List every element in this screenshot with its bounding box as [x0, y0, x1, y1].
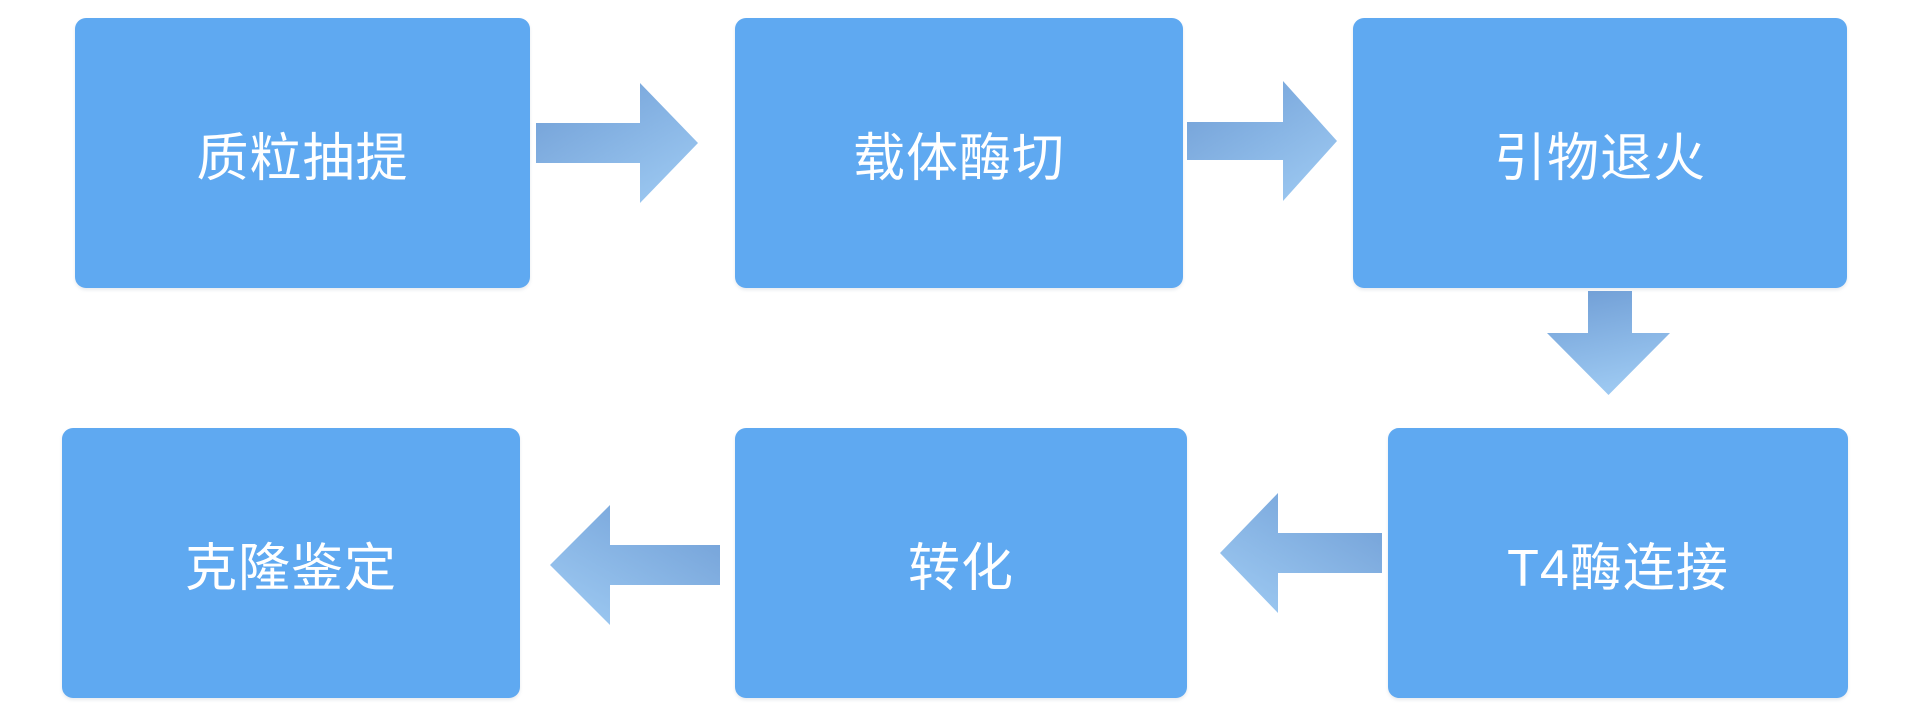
node-label: 质粒抽提 — [196, 129, 409, 188]
node-t4-ligase-ligation: T4酶连接 — [1388, 428, 1848, 698]
node-label: 转化 — [907, 539, 1014, 598]
connector-2-to-3 — [1187, 81, 1337, 201]
connector-1-to-2 — [536, 83, 698, 203]
node-label: T4酶连接 — [1507, 539, 1729, 598]
node-label: 克隆鉴定 — [184, 539, 397, 598]
node-plasmid-extraction: 质粒抽提 — [75, 18, 530, 288]
arrow-right-icon — [1187, 81, 1337, 201]
node-clone-identification: 克隆鉴定 — [62, 428, 520, 698]
node-label: 引物退火 — [1493, 129, 1706, 188]
connector-3-to-4 — [1547, 291, 1670, 395]
connector-5-to-6 — [550, 505, 720, 625]
arrow-right-icon — [536, 83, 698, 203]
arrow-left-icon — [1220, 493, 1382, 613]
node-label: 载体酶切 — [852, 129, 1065, 188]
arrow-left-icon — [550, 505, 720, 625]
connector-4-to-5 — [1220, 493, 1382, 613]
node-primer-annealing: 引物退火 — [1353, 18, 1847, 288]
node-vector-digestion: 载体酶切 — [735, 18, 1183, 288]
node-transformation: 转化 — [735, 428, 1187, 698]
arrow-down-icon — [1547, 291, 1670, 395]
